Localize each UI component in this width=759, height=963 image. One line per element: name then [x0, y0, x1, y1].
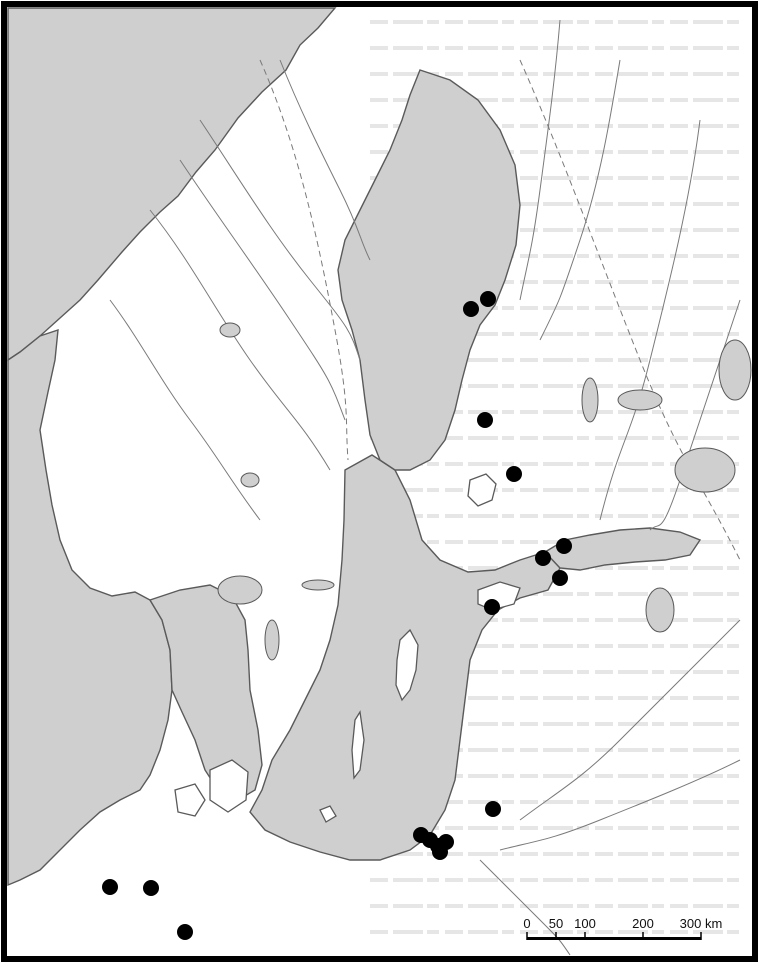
zealand-island [209, 759, 249, 813]
river-line [499, 759, 741, 851]
border-line [519, 59, 741, 561]
river-line [149, 209, 331, 471]
scale-label: 0 [523, 916, 530, 931]
norwegian-sea [7, 7, 337, 362]
river-line [479, 859, 571, 956]
site-marker [432, 844, 448, 860]
gulf-of-bothnia [337, 69, 521, 471]
scale-label: 300 km [680, 916, 723, 931]
gotland-island [395, 628, 419, 702]
site-marker [143, 880, 159, 896]
site-marker [485, 801, 501, 817]
lake-saimaa [617, 389, 663, 411]
site-marker [552, 570, 568, 586]
site-marker [177, 924, 193, 940]
lakes-layer [217, 322, 752, 661]
site-marker [535, 550, 551, 566]
scale-bar: 0 50 100 200 300 km [523, 916, 722, 940]
river-line [199, 119, 361, 361]
lake-siljan [240, 472, 260, 488]
river-line [519, 19, 561, 301]
oland-island [351, 710, 365, 780]
lake-ladoga [674, 447, 736, 493]
scale-bar-line [527, 937, 701, 940]
lake-onega [718, 339, 752, 401]
scale-label: 50 [549, 916, 563, 931]
lake-vanern [217, 575, 263, 605]
site-marker [484, 599, 500, 615]
river-line [109, 299, 261, 521]
site-marker [102, 879, 118, 895]
site-marker [463, 301, 479, 317]
funen-island [174, 783, 206, 817]
site-marker [477, 412, 493, 428]
river-line [179, 159, 346, 421]
lake-paijanne [581, 377, 599, 423]
border-line [259, 59, 349, 461]
site-marker [480, 291, 496, 307]
river-line [279, 59, 371, 261]
river-line [599, 119, 701, 521]
site-marker [556, 538, 572, 554]
rivers-layer [109, 19, 741, 956]
lake-malaren [301, 579, 335, 591]
site-marker [506, 466, 522, 482]
site-markers [102, 291, 572, 940]
bornholm-island [319, 805, 337, 823]
lake-peipus [645, 587, 675, 633]
river-line [519, 619, 741, 821]
lake-vattern [264, 619, 280, 661]
gulf-of-finland [543, 527, 702, 571]
river-line [539, 59, 621, 341]
aland-island [467, 473, 497, 507]
scale-label: 200 [632, 916, 654, 931]
lake-storsjon [219, 322, 241, 338]
scale-label: 100 [574, 916, 596, 931]
